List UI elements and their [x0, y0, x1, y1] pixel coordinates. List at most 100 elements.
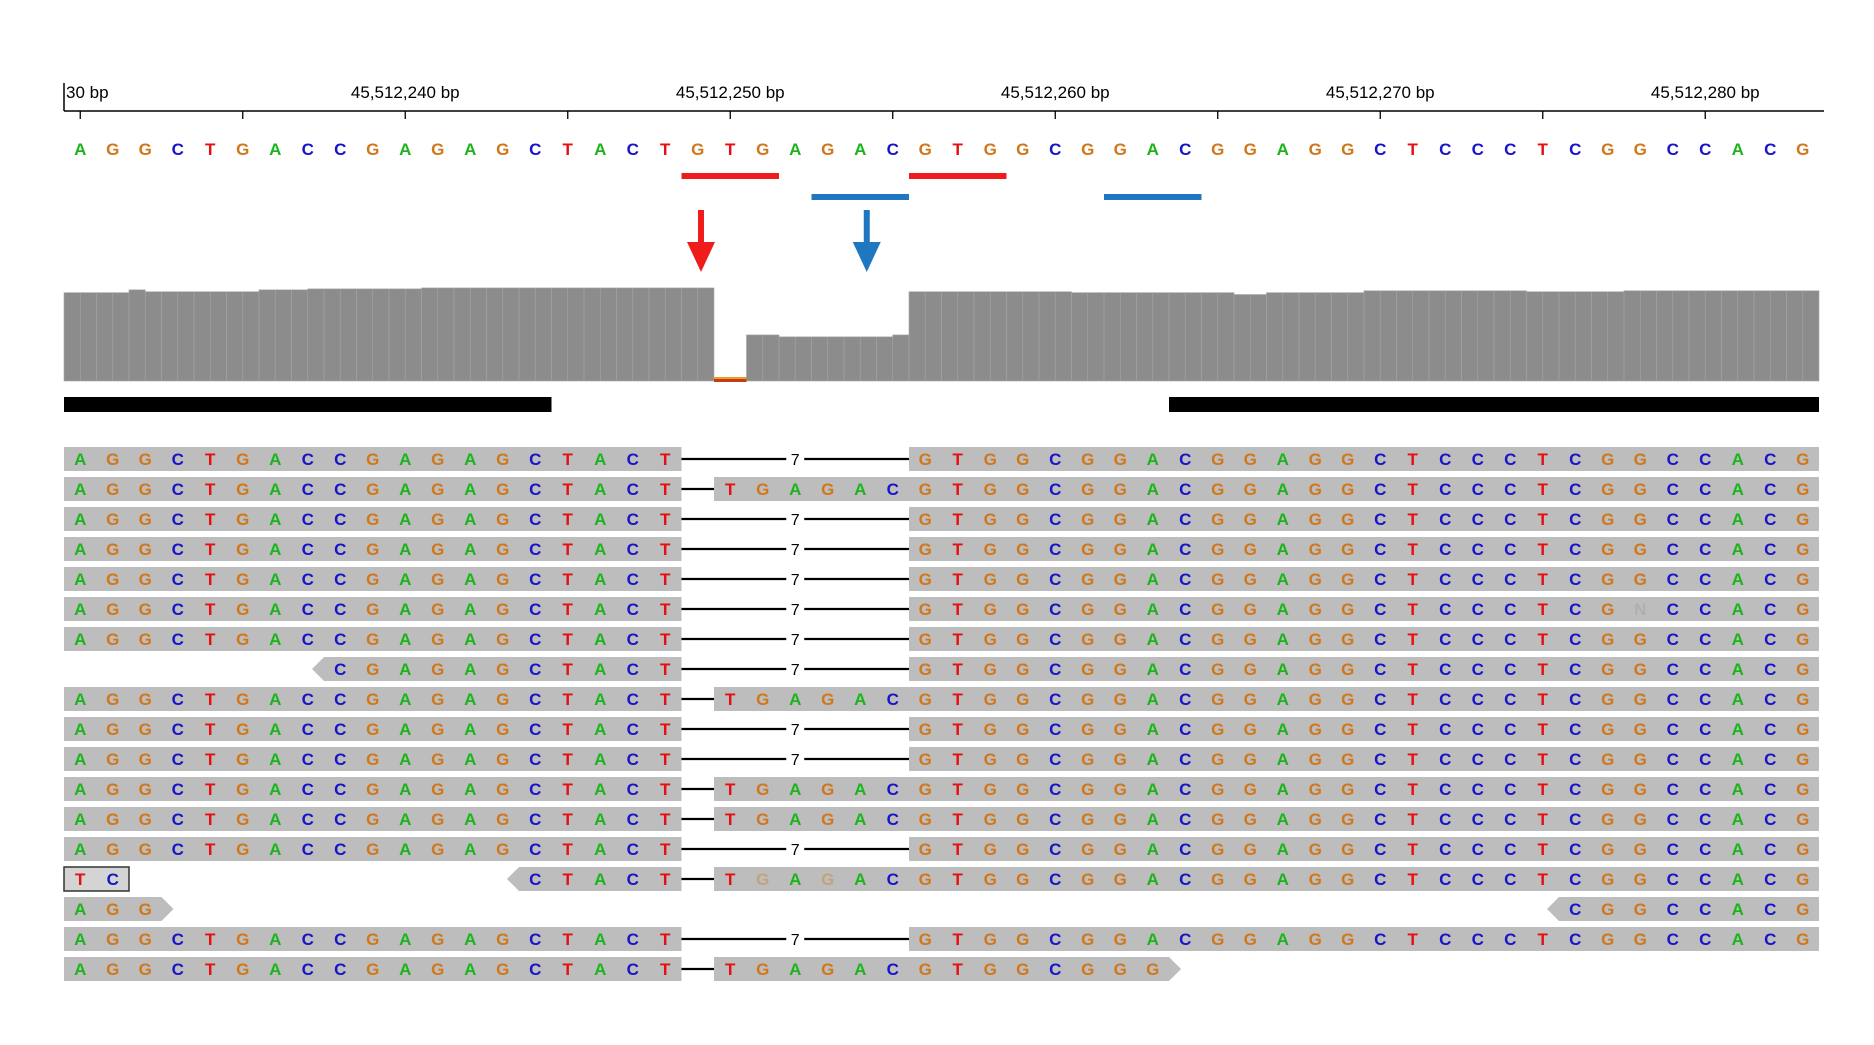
coverage-bar[interactable] [1493, 290, 1511, 382]
coverage-bar[interactable] [632, 287, 650, 382]
coverage-bar[interactable] [1396, 290, 1414, 382]
coverage-track[interactable] [63, 287, 1820, 382]
feature-track[interactable] [64, 397, 1819, 412]
coverage-bar[interactable] [827, 336, 845, 382]
coverage-bar[interactable] [567, 287, 585, 382]
coverage-bar[interactable] [1769, 290, 1787, 382]
coverage-bar[interactable] [794, 336, 812, 382]
coverage-bar[interactable] [1217, 292, 1235, 382]
coverage-bar[interactable] [128, 289, 146, 382]
coverage-bar[interactable] [323, 288, 341, 382]
coverage-bar[interactable] [453, 287, 471, 382]
coverage-bar[interactable] [502, 287, 520, 382]
coverage-bar[interactable] [1672, 290, 1690, 382]
coverage-bar[interactable] [811, 336, 829, 382]
coverage-bar[interactable] [599, 287, 617, 382]
coverage-bar[interactable] [1298, 292, 1316, 382]
coverage-bar[interactable] [242, 291, 260, 382]
coverage-bar[interactable] [437, 287, 455, 382]
coverage-bar[interactable] [1136, 292, 1154, 382]
coverage-bar[interactable] [518, 287, 536, 382]
coverage-bar[interactable] [193, 291, 211, 382]
coverage-bar[interactable] [843, 336, 861, 382]
coverage-bar[interactable] [973, 291, 991, 382]
coverage-bar[interactable] [1282, 292, 1300, 382]
coverage-bar[interactable] [96, 292, 114, 382]
coverage-bar[interactable] [1168, 292, 1186, 382]
coverage-bar[interactable] [697, 287, 715, 382]
coverage-bar[interactable] [291, 289, 309, 382]
coverage-bar[interactable] [258, 289, 276, 382]
coverage-bar[interactable] [1461, 290, 1479, 382]
coverage-bar[interactable] [1656, 290, 1674, 382]
coverage-bar[interactable] [664, 287, 682, 382]
coverage-bar[interactable] [924, 291, 942, 382]
coverage-bar[interactable] [551, 287, 569, 382]
coverage-bar[interactable] [112, 292, 130, 382]
coverage-bar[interactable] [1266, 292, 1284, 382]
coverage-bar[interactable] [1314, 292, 1332, 382]
coverage-bar[interactable] [534, 287, 552, 382]
coverage-bar[interactable] [1753, 290, 1771, 382]
coverage-bar[interactable] [1347, 292, 1365, 382]
coverage-bar[interactable] [778, 336, 796, 382]
coverage-bar[interactable] [1509, 290, 1527, 382]
coverage-bar[interactable] [941, 291, 959, 382]
coverage-bar[interactable] [79, 292, 97, 382]
coverage-bar[interactable] [1379, 290, 1397, 382]
coverage-bar[interactable] [1006, 291, 1024, 382]
coverage-bar[interactable] [274, 289, 292, 382]
coverage-bar[interactable] [209, 291, 227, 382]
coverage-bar[interactable] [144, 291, 162, 382]
coverage-bar[interactable] [1331, 292, 1349, 382]
coverage-bar[interactable] [1233, 294, 1251, 382]
coverage-bar[interactable] [421, 287, 439, 382]
coverage-bar[interactable] [469, 287, 487, 382]
feature-bar[interactable] [64, 397, 552, 412]
coverage-bar[interactable] [762, 334, 780, 382]
coverage-bar[interactable] [583, 287, 601, 382]
coverage-bar[interactable] [1412, 290, 1430, 382]
coverage-bar[interactable] [1623, 290, 1641, 382]
coverage-bar[interactable] [1526, 291, 1544, 382]
coverage-bar[interactable] [1477, 290, 1495, 382]
coverage-bar[interactable] [388, 288, 406, 382]
coverage-bar[interactable] [1022, 291, 1040, 382]
coverage-bar[interactable] [681, 287, 699, 382]
coverage-bar[interactable] [486, 287, 504, 382]
coverage-bar[interactable] [339, 288, 357, 382]
